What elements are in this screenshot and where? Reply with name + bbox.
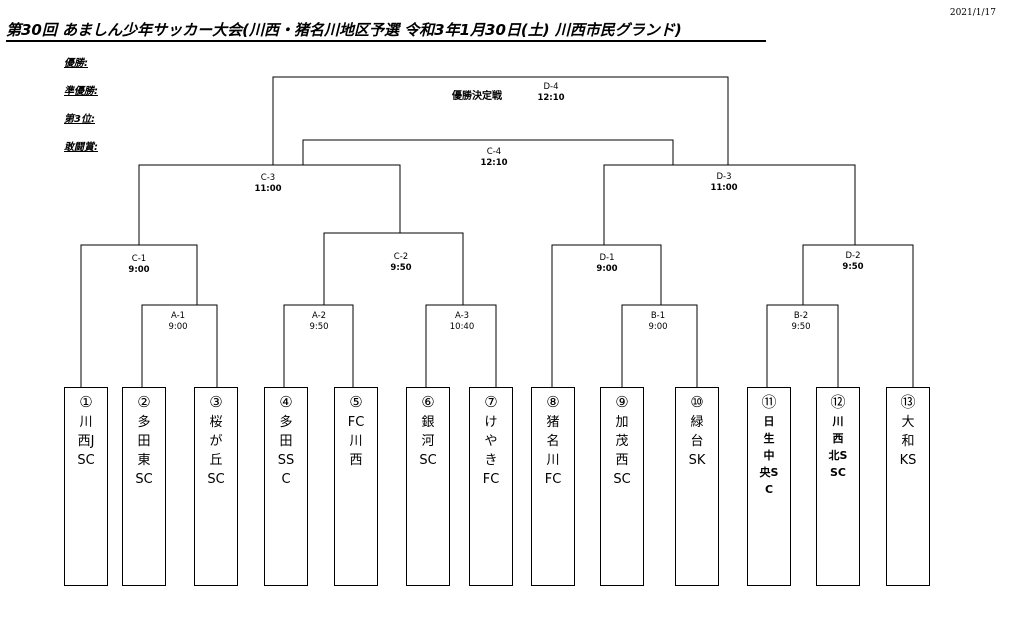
match-code: A-3 <box>454 311 470 321</box>
match-code: D-1 <box>599 253 615 263</box>
match-label-A3: A-3 10:40 <box>432 311 492 333</box>
team-number: ④ <box>279 393 293 411</box>
match-time: 9:00 <box>168 322 188 332</box>
team-name: 猪名川FC <box>544 415 562 487</box>
team-name: 多田SSC <box>277 415 295 487</box>
team-name: けやきFC <box>482 415 500 487</box>
team-number: ⑦ <box>484 393 498 411</box>
team-box-8: ⑧ 猪名川FC <box>531 387 575 586</box>
team-box-9: ⑨ 加茂西SC <box>600 387 644 586</box>
match-label-C4: C-4 12:10 <box>464 147 524 169</box>
team-name: 川西北SSC <box>828 415 848 479</box>
match-line-D2 <box>802 244 914 387</box>
match-code: C-3 <box>260 173 276 183</box>
match-code: A-1 <box>170 311 186 321</box>
match-label-D2: D-2 9:50 <box>823 251 883 273</box>
match-code: C-1 <box>131 254 147 264</box>
match-line-D1 <box>551 244 662 387</box>
award-champion: 優勝: <box>64 58 88 69</box>
team-box-4: ④ 多田SSC <box>264 387 308 586</box>
match-line-C2 <box>323 232 464 305</box>
team-box-12: ⑫ 川西北SSC <box>816 387 860 586</box>
print-date: 2021/1/17 <box>949 8 996 18</box>
match-label-C3: C-3 11:00 <box>238 173 298 195</box>
match-label-B1: B-1 9:00 <box>628 311 688 333</box>
match-label-A2: A-2 9:50 <box>289 311 349 333</box>
match-label-C2: C-2 9:50 <box>371 252 431 274</box>
page-title: 第30回 あましん少年サッカー大会(川西・猪名川地区予選 令和3年1月30日(土… <box>6 20 766 42</box>
team-name: 桜が丘SC <box>207 415 225 487</box>
match-line-B2 <box>766 304 839 387</box>
match-line-C3 <box>138 164 401 245</box>
match-label-D3: D-3 11:00 <box>694 172 754 194</box>
team-box-7: ⑦ けやきFC <box>469 387 513 586</box>
team-name: 緑台SK <box>688 415 706 468</box>
match-line-D4 <box>272 76 729 165</box>
match-code: D-2 <box>845 251 861 261</box>
team-number: ③ <box>209 393 223 411</box>
final-match-label: 優勝決定戦 <box>452 91 502 102</box>
match-time: 12:10 <box>480 158 508 168</box>
team-number: ⑧ <box>546 393 560 411</box>
team-name: 大和KS <box>899 415 917 468</box>
match-code: D-3 <box>716 172 732 182</box>
award-third: 第3位: <box>64 114 95 125</box>
team-box-3: ③ 桜が丘SC <box>194 387 238 586</box>
team-box-5: ⑤ FC川西 <box>334 387 378 586</box>
match-time: 9:00 <box>128 265 150 275</box>
award-fighting-spirit: 敢闘賞: <box>64 142 98 153</box>
team-box-1: ① 川西JSC <box>64 387 108 586</box>
team-name: 銀河SC <box>419 415 437 468</box>
team-box-10: ⑩ 緑台SK <box>675 387 719 586</box>
match-code: B-1 <box>650 311 666 321</box>
match-code: A-2 <box>311 311 327 321</box>
team-box-6: ⑥ 銀河SC <box>406 387 450 586</box>
match-time: 9:50 <box>309 322 329 332</box>
team-box-11: ⑪ 日生中央SC <box>747 387 791 586</box>
match-label-D4: D-4 12:10 <box>521 82 581 104</box>
match-line-C1 <box>80 244 198 387</box>
match-line-A1 <box>141 304 218 387</box>
match-line-D3 <box>603 164 856 245</box>
match-time: 9:00 <box>648 322 668 332</box>
match-label-D1: D-1 9:00 <box>577 253 637 275</box>
team-number: ⑫ <box>830 393 846 411</box>
team-name: FC川西 <box>347 415 365 468</box>
team-number: ⑬ <box>900 393 916 411</box>
match-time: 9:50 <box>791 322 811 332</box>
team-name: 日生中央SC <box>759 415 779 496</box>
match-line-A2 <box>283 304 354 387</box>
match-code: B-2 <box>793 311 809 321</box>
match-time: 12:10 <box>537 93 565 103</box>
match-label-A1: A-1 9:00 <box>148 311 208 333</box>
team-box-13: ⑬ 大和KS <box>886 387 930 586</box>
team-number: ⑥ <box>421 393 435 411</box>
match-code: C-4 <box>486 147 502 157</box>
award-runner-up: 準優勝: <box>64 86 98 97</box>
team-number: ⑤ <box>349 393 363 411</box>
team-number: ⑩ <box>690 393 704 411</box>
match-label-C1: C-1 9:00 <box>109 254 169 276</box>
match-time: 9:50 <box>842 262 864 272</box>
match-code: D-4 <box>543 82 559 92</box>
team-name: 川西JSC <box>77 415 95 468</box>
match-line-A3 <box>425 304 497 387</box>
match-time: 10:40 <box>449 322 475 332</box>
team-name: 多田東SC <box>135 415 153 487</box>
team-number: ⑪ <box>761 393 777 411</box>
team-name: 加茂西SC <box>613 415 631 487</box>
match-time: 9:50 <box>390 263 412 273</box>
team-number: ② <box>137 393 151 411</box>
match-label-B2: B-2 9:50 <box>771 311 831 333</box>
match-code: C-2 <box>393 252 409 262</box>
match-time: 11:00 <box>254 184 282 194</box>
match-time: 11:00 <box>710 183 738 193</box>
team-number: ⑨ <box>615 393 629 411</box>
match-line-B1 <box>621 304 698 387</box>
match-time: 9:00 <box>596 264 618 274</box>
match-line-C4 <box>302 139 674 165</box>
team-box-2: ② 多田東SC <box>122 387 166 586</box>
team-number: ① <box>79 393 93 411</box>
